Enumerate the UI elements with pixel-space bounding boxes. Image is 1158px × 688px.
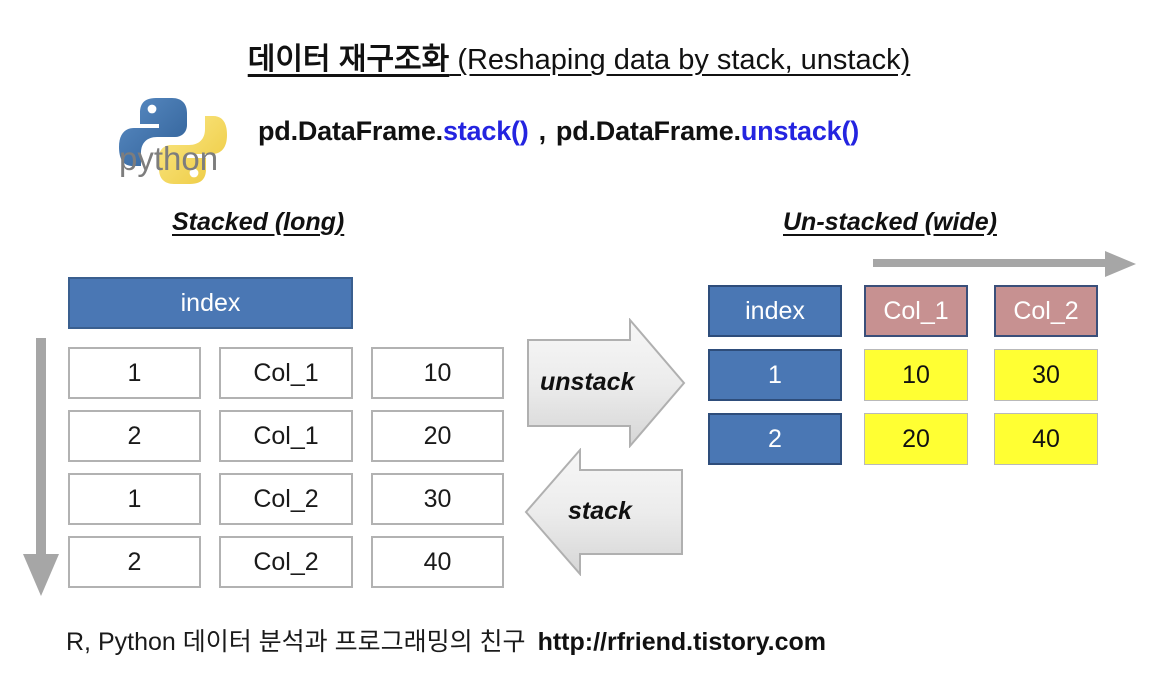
python-logo-blue-eye [147, 104, 157, 114]
page-title: 데이터 재구조화 (Reshaping data by stack, unsta… [0, 34, 1158, 78]
caption-unstacked-wide: Un-stacked (wide) [783, 208, 997, 236]
page-title-english: (Reshaping data by stack, unstack) [449, 44, 911, 76]
table-row: 1 10 30 [708, 349, 1098, 401]
table-row: 2 Col_2 40 [68, 536, 504, 588]
code-separator: , [538, 116, 547, 146]
unstack-arrow-icon [526, 317, 686, 449]
code-stack-prefix: pd.DataFrame. [258, 116, 443, 146]
table-row: 1 Col_1 10 [68, 347, 504, 399]
wide-cell-col2: 30 [994, 349, 1098, 401]
stack-arrow-label: stack [568, 497, 632, 525]
wide-cell-col2: 40 [994, 413, 1098, 465]
long-cell-column: Col_1 [219, 347, 353, 399]
table-row: 2 20 40 [708, 413, 1098, 465]
stacked-long-table: index 1 Col_1 10 2 Col_1 20 1 Col_2 30 2… [68, 277, 504, 599]
unstack-arrow-label: unstack [540, 368, 635, 396]
long-cell-index: 2 [68, 536, 201, 588]
python-logo-wordmark: python [119, 140, 218, 177]
long-cell-index: 1 [68, 473, 201, 525]
python-logo: python [116, 92, 230, 190]
long-cell-column: Col_1 [219, 410, 353, 462]
code-stack-method: stack() [442, 116, 529, 146]
stack-arrow-icon [524, 447, 684, 577]
python-logo-blue-snake [119, 98, 187, 166]
code-unstack-prefix: pd.DataFrame. [555, 116, 741, 146]
footer: R, Python 데이터 분석과 프로그래밍의 친구 http://rfrien… [66, 622, 826, 658]
page-title-korean: 데이터 재구조화 [247, 43, 450, 76]
table-row: 1 Col_2 30 [68, 473, 504, 525]
caption-stacked-long: Stacked (long) [172, 208, 345, 236]
python-logo-yellow-snake [159, 116, 227, 184]
long-cell-column: Col_2 [219, 536, 353, 588]
long-cell-value: 40 [371, 536, 504, 588]
table-row: 2 Col_1 20 [68, 410, 504, 462]
python-logo-yellow-eye [189, 168, 199, 178]
footer-url[interactable]: http://rfriend.tistory.com [537, 628, 826, 656]
long-cell-value: 20 [371, 410, 504, 462]
long-cell-index: 1 [68, 347, 201, 399]
unstacked-wide-table: index Col_1 Col_2 1 10 30 2 20 40 [708, 285, 1098, 477]
code-unstack-method: unstack() [740, 116, 860, 146]
long-cell-value: 30 [371, 473, 504, 525]
wide-header-col2: Col_2 [994, 285, 1098, 337]
code-signature-line: pd.DataFrame.stack(),pd.DataFrame.unstac… [258, 116, 859, 147]
long-table-index-header: index [68, 277, 353, 329]
table-header-row: index Col_1 Col_2 [708, 285, 1098, 337]
long-cell-index: 2 [68, 410, 201, 462]
long-cell-value: 10 [371, 347, 504, 399]
wide-header-col1: Col_1 [864, 285, 968, 337]
long-cell-column: Col_2 [219, 473, 353, 525]
footer-tagline: R, Python 데이터 분석과 프로그래밍의 친구 [66, 628, 526, 656]
right-arrow-icon [873, 250, 1138, 278]
down-arrow-icon [18, 338, 64, 600]
wide-cell-index: 1 [708, 349, 842, 401]
wide-cell-col1: 20 [864, 413, 968, 465]
wide-cell-index: 2 [708, 413, 842, 465]
wide-cell-col1: 10 [864, 349, 968, 401]
wide-header-index: index [708, 285, 842, 337]
